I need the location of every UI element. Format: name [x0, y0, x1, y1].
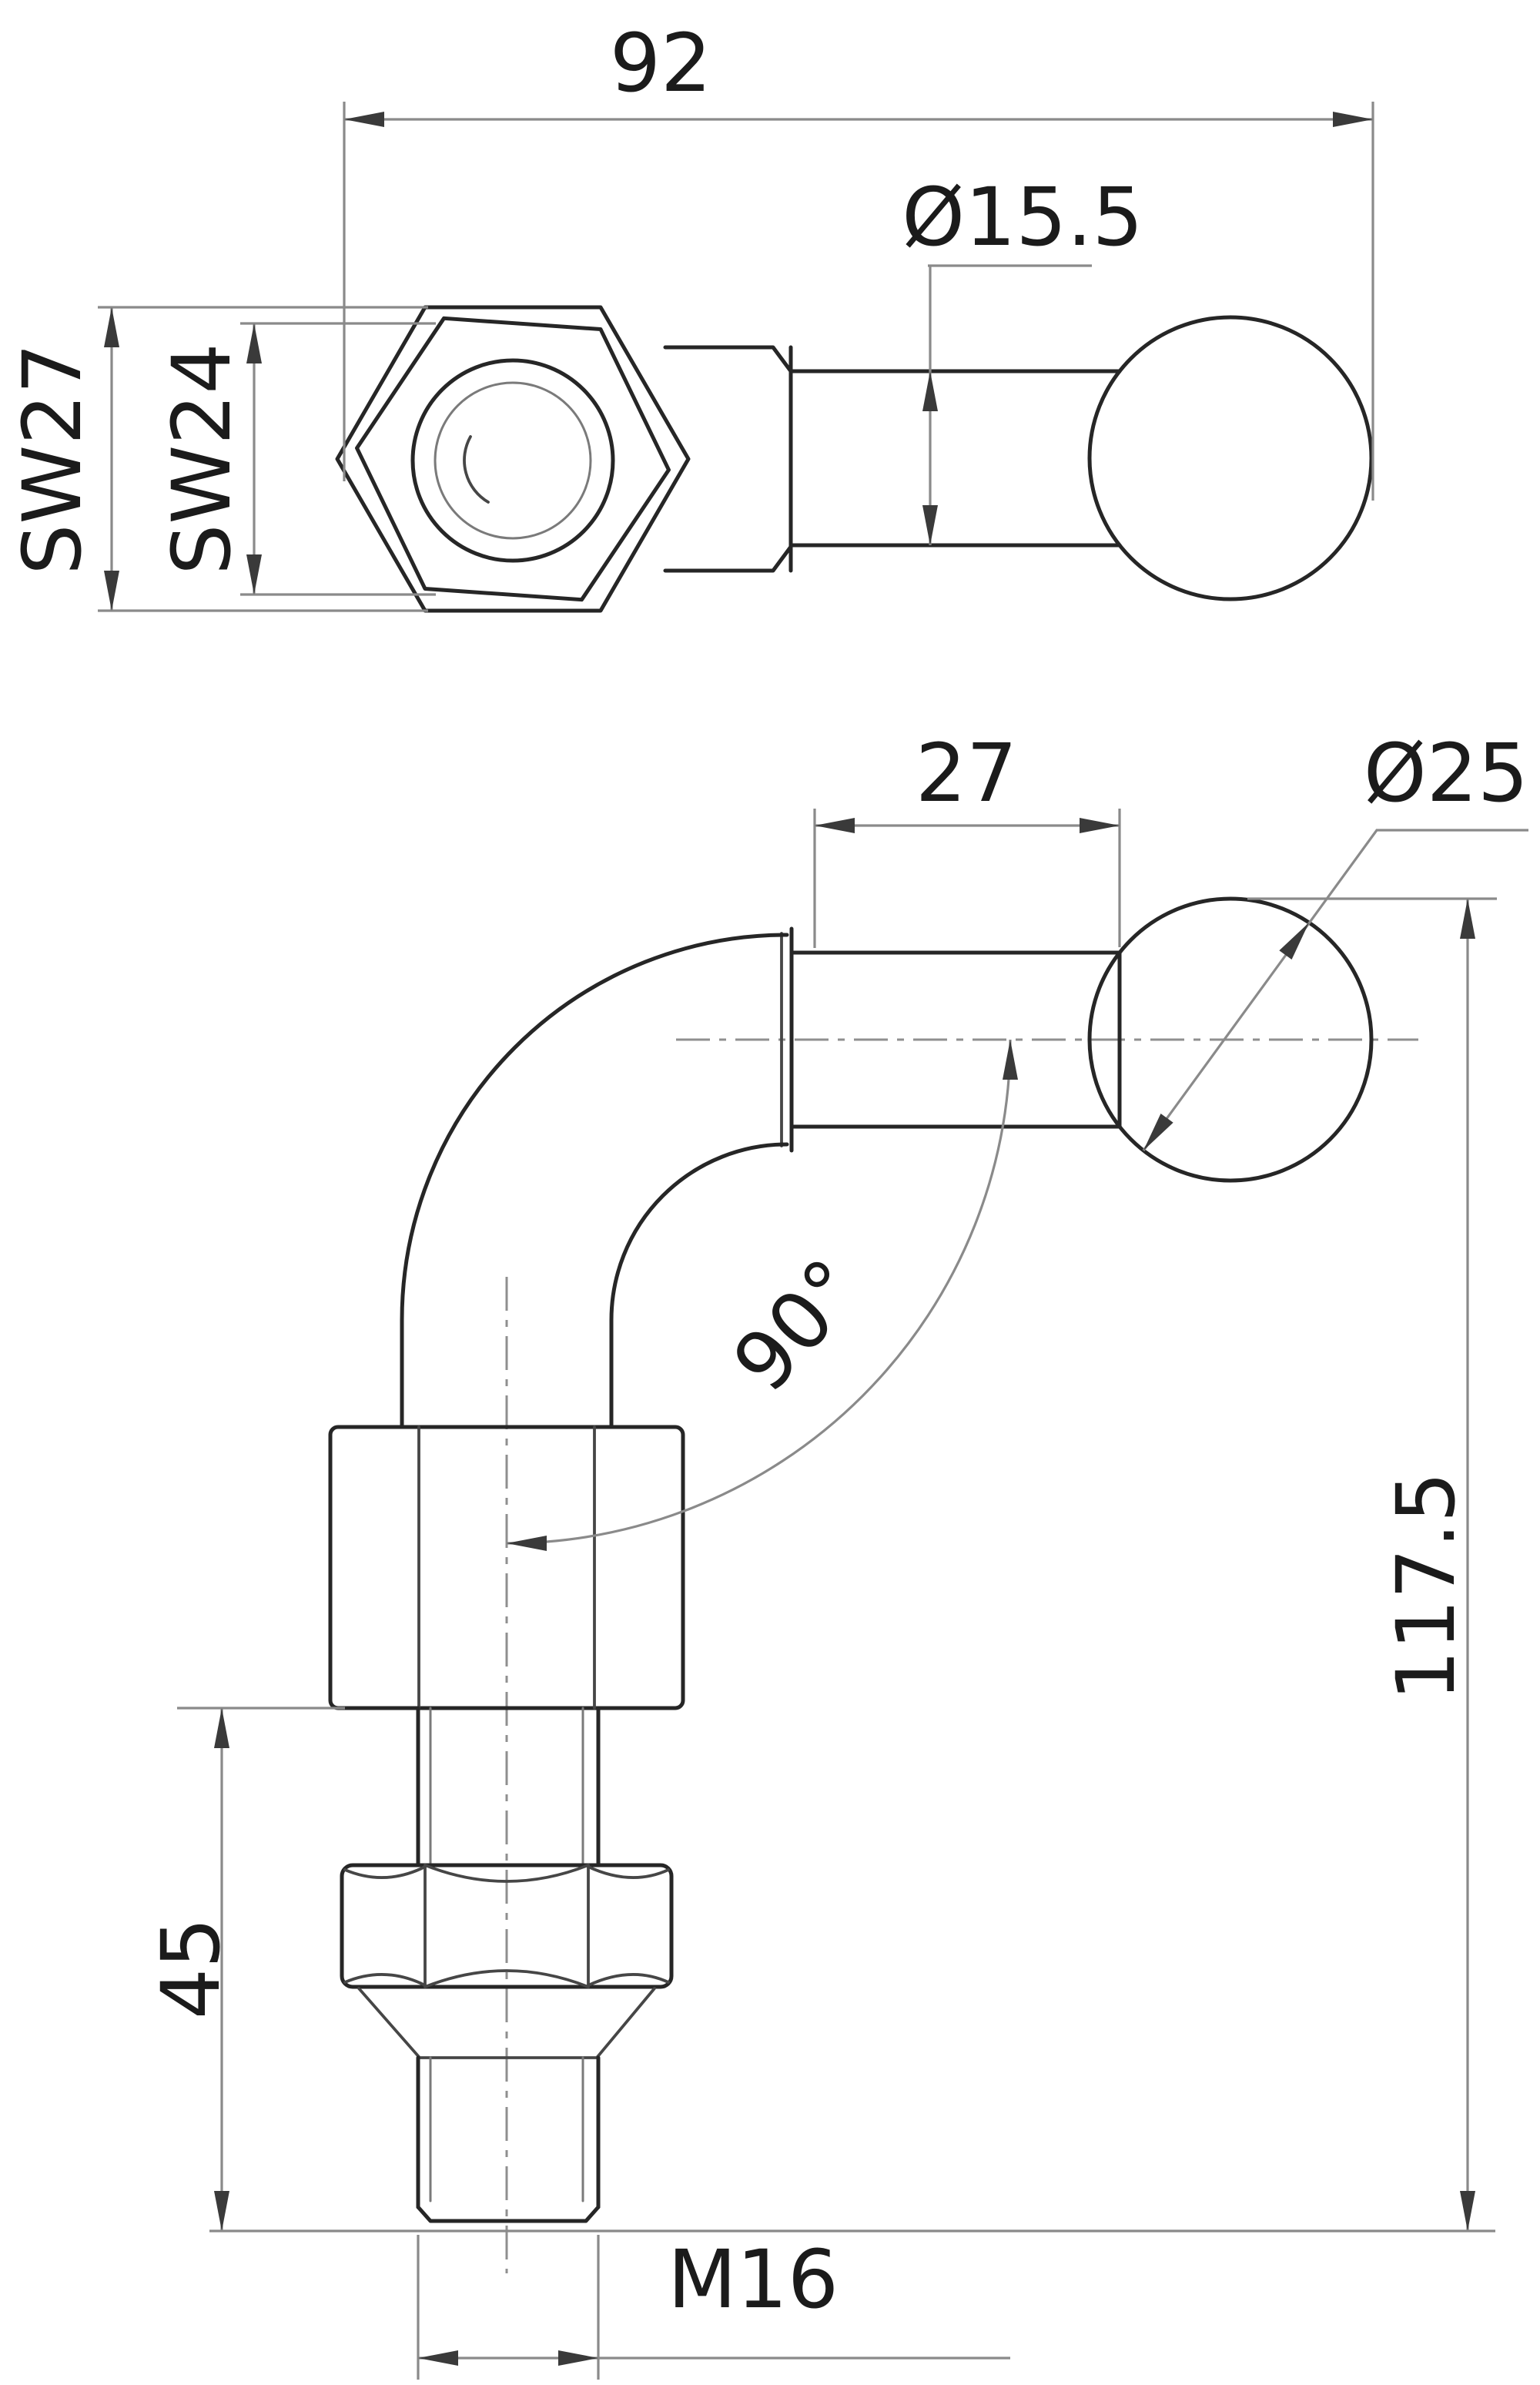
- dim-sw24-label: SW24: [155, 343, 249, 574]
- stud-lower-thread-minor: [429, 2056, 584, 2202]
- dim-overall-length: 92: [343, 16, 1374, 501]
- lock-nut-chamfer-arcs: [343, 1864, 670, 1988]
- arrowhead-right: [1080, 818, 1120, 833]
- dim-27-extension-lines: [813, 809, 1121, 948]
- dim-wrench-sw27: SW27: [5, 306, 428, 612]
- arrowhead-up: [1003, 1040, 1018, 1080]
- nut-taper: [357, 1987, 656, 2059]
- arm-outline: [789, 950, 1122, 1129]
- arrowhead-down: [1460, 2191, 1475, 2231]
- chamfer-circle: [410, 358, 615, 563]
- dim-bend-angle: 90°: [506, 1039, 1018, 1551]
- hex-outer-sw27: [335, 305, 691, 613]
- stud-end-chamfer: [416, 2205, 601, 2223]
- bore-arc: [463, 435, 490, 504]
- collar-outline: [663, 345, 793, 573]
- top-view-part: [335, 305, 1374, 613]
- arrowhead-up: [104, 307, 119, 347]
- dim-m16-extension-lines: [417, 2235, 600, 2380]
- dim-thread-size: M16: [417, 2233, 1010, 2380]
- dim-90-label: 90°: [715, 1241, 879, 1410]
- dim-92-extension-lines: [343, 102, 1374, 501]
- arrowhead-lower-left: [1143, 1114, 1173, 1151]
- hex-block-facet-lines: [417, 1425, 596, 1710]
- arrowhead-left: [815, 818, 855, 833]
- dim-shaft-diameter: Ø15.5: [902, 170, 1143, 545]
- elbow-inner-arc: [609, 1142, 789, 1429]
- stud-lower-outline: [416, 2055, 601, 2209]
- dim-27-label: 27: [916, 726, 1017, 820]
- dim-thread-length: 45: [144, 1707, 345, 2231]
- dim-45-label: 45: [144, 1918, 238, 2019]
- dim-sw24-extension-lines: [240, 322, 436, 596]
- hex-inner-sw24: [354, 316, 671, 602]
- front-view-part: [328, 896, 1374, 2223]
- ball-front-view: [1087, 896, 1374, 1183]
- dim-d155-leader: [928, 264, 1092, 545]
- arrowhead-right: [558, 2350, 598, 2366]
- top-view: 92 SW27 SW24 Ø15.5: [5, 16, 1374, 613]
- lock-nut-facet-lines: [424, 1864, 590, 1988]
- arrowhead-down: [104, 571, 119, 611]
- arrowhead-left: [344, 112, 384, 127]
- lock-nut-outline: [340, 1863, 674, 1989]
- ball-top-view: [1087, 315, 1374, 601]
- dim-d25-leader: [1142, 829, 1528, 1151]
- dim-wrench-sw24: SW24: [155, 322, 436, 596]
- arrowhead-up: [246, 323, 262, 363]
- stud-upper-thread-minor: [429, 1707, 584, 1867]
- dim-m16-label: M16: [668, 2233, 839, 2326]
- arrowhead-right: [1333, 112, 1373, 127]
- elbow-outer-arc: [400, 933, 789, 1429]
- arrowhead-left: [418, 2350, 458, 2366]
- arrowhead-down: [214, 2191, 229, 2231]
- dim-sw27-extension-lines: [98, 306, 428, 612]
- arrowhead-up: [214, 1708, 229, 1748]
- arrowhead-left: [507, 1536, 547, 1551]
- arrowhead-up: [922, 371, 938, 411]
- hex-block-sw27: [328, 1425, 685, 1710]
- dim-ball-diameter: Ø25: [1142, 726, 1528, 1151]
- dim-d155-label: Ø15.5: [902, 170, 1143, 264]
- bore-circle: [434, 381, 592, 540]
- arrowhead-up: [1460, 899, 1475, 939]
- shaft-outline: [788, 369, 1122, 548]
- front-view: 27 Ø25 90° 117.5: [144, 726, 1528, 2380]
- arrowhead-down: [922, 505, 938, 545]
- dim-arm-length: 27: [813, 726, 1121, 948]
- stud-upper-outline: [416, 1706, 601, 1867]
- dim-d25-label: Ø25: [1364, 726, 1528, 820]
- dim-90-arc: [506, 1039, 1012, 1545]
- dim-overall-height: 117.5: [1247, 897, 1497, 2231]
- dim-92-label: 92: [610, 16, 711, 110]
- arrowhead-upper-right: [1279, 923, 1309, 960]
- dim-1175-label: 117.5: [1379, 1472, 1473, 1701]
- dim-sw27-label: SW27: [5, 343, 99, 574]
- arrowhead-down: [246, 554, 262, 595]
